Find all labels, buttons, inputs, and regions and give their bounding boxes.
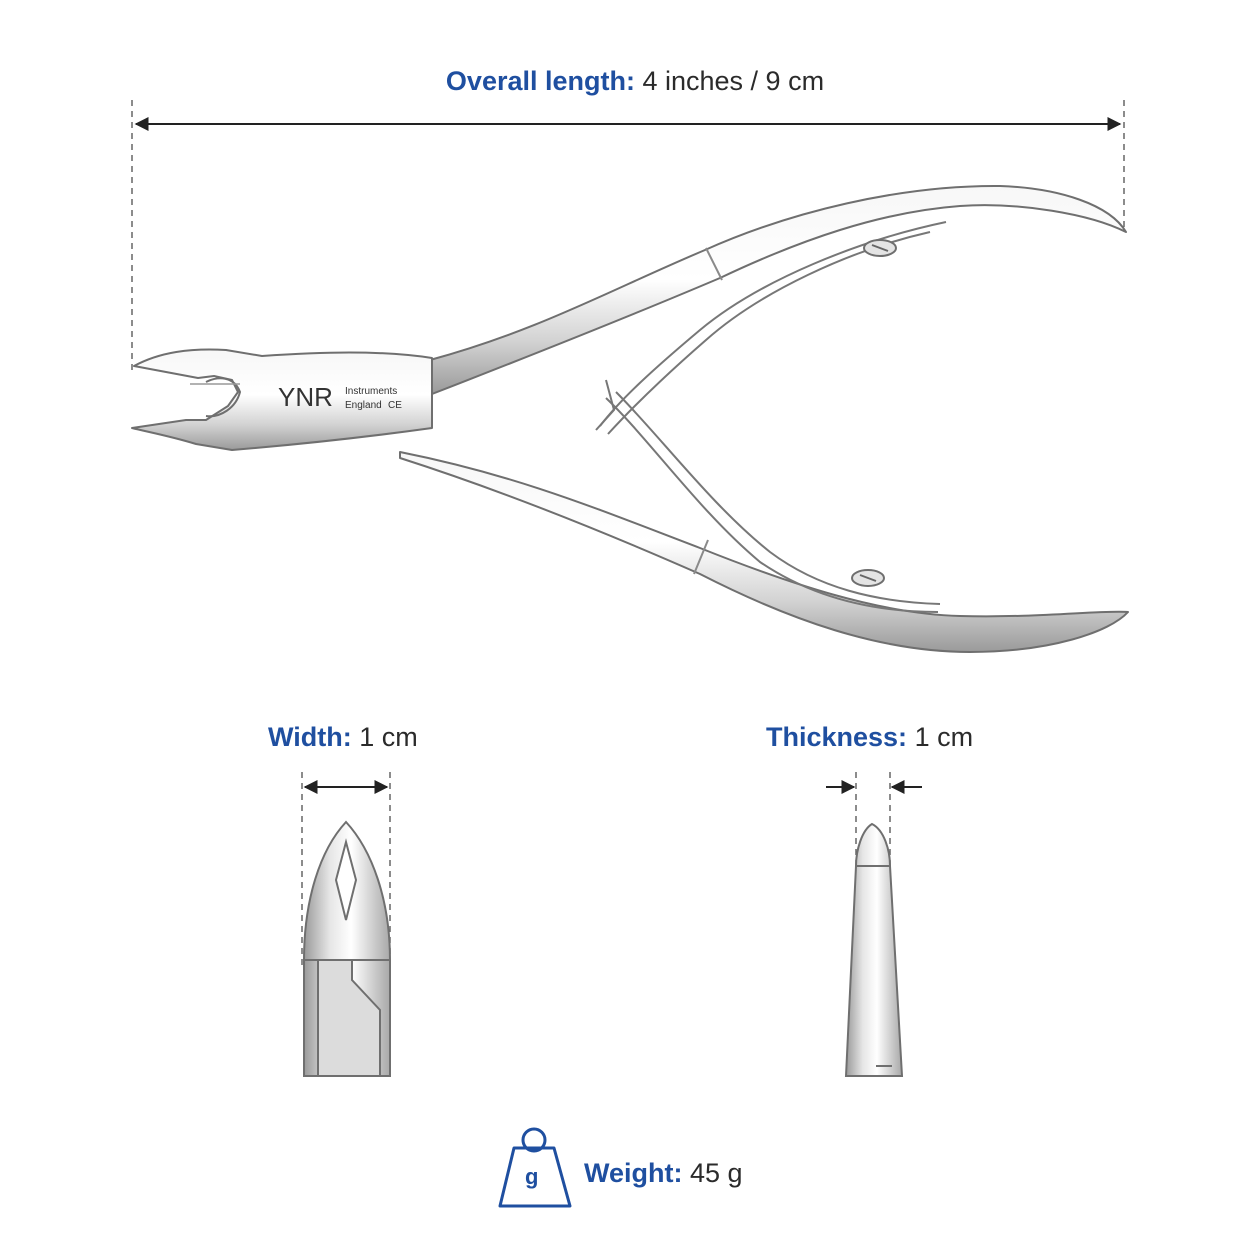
width-label: Width:	[268, 722, 352, 752]
nipper-front-view	[303, 820, 391, 1077]
weight-value: 45 g	[690, 1158, 743, 1188]
lower-spring	[605, 397, 939, 613]
maker-line-2: England	[345, 400, 382, 411]
maker-line-1: Instruments	[345, 386, 397, 397]
overall-length-label: Overall length:	[445, 66, 635, 96]
width-spec: Width: 1 cm	[268, 722, 418, 753]
thickness-value: 1 cm	[914, 722, 974, 752]
brand-name: YNR	[278, 382, 333, 412]
thickness-label: Thickness:	[766, 722, 908, 752]
upper-handle	[429, 184, 1127, 395]
brand-engraving: YNR Instruments England CE	[278, 382, 402, 412]
nipper-edge-view	[844, 822, 904, 1077]
nipper-side-view	[131, 184, 1129, 653]
width-value: 1 cm	[359, 722, 418, 752]
svg-text:g: g	[525, 1164, 538, 1189]
weight-label: Weight:	[584, 1158, 683, 1188]
jaw-head	[131, 348, 433, 451]
overall-length-value: 4 inches / 9 cm	[642, 66, 825, 96]
overall-length-spec: Overall length: 4 inches / 9 cm	[0, 66, 1254, 97]
length-dimension	[131, 100, 1125, 372]
thickness-spec: Thickness: 1 cm	[766, 722, 973, 753]
weight-spec: Weight: 45 g	[584, 1158, 743, 1189]
weight-icon: g	[498, 1127, 572, 1208]
thickness-dimension	[826, 772, 922, 870]
ce-mark: CE	[388, 400, 402, 411]
lower-handle	[399, 451, 1129, 653]
